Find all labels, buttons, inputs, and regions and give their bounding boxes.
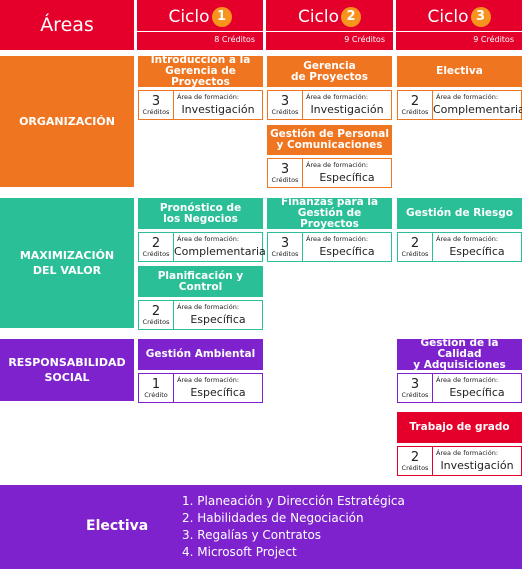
credits-value: 3 (280, 235, 290, 251)
cycle-label: Ciclo (427, 7, 469, 27)
credits-value: 2 (151, 235, 161, 251)
list-item: 1. Planeación y Dirección Estratégica (182, 494, 405, 508)
area-value: Específica (449, 245, 505, 258)
cycle-number-badge: 1 (211, 7, 232, 27)
cycle-credits: 9 Créditos (473, 35, 514, 44)
list-item: 3. Regalías y Contratos (182, 528, 322, 542)
footer-label: Electiva (86, 518, 149, 534)
cycle-credits: 8 Créditos (214, 35, 255, 44)
credits-value: 3 (151, 93, 161, 109)
credits-value: 2 (151, 303, 161, 319)
area-value: Específica (190, 313, 246, 326)
electiva-footer: Electiva 1. Planeación y Dirección Estra… (0, 485, 522, 569)
cycle-number-badge: 3 (470, 7, 491, 27)
area-value: Específica (319, 245, 375, 258)
areas-title: Áreas (40, 14, 94, 36)
cycle-credits: 9 Créditos (344, 35, 385, 44)
credits-value: 2 (410, 235, 420, 251)
area-value: Complementaria (433, 103, 522, 116)
areas-header: Áreas (0, 0, 134, 50)
area-value: Específica (190, 386, 246, 399)
cycle-label: Ciclo (168, 7, 210, 27)
credits-value: 2 (410, 449, 420, 465)
credits-value: 3 (280, 93, 290, 109)
area-value: Específica (319, 171, 375, 184)
area-value: Investigación (440, 459, 514, 472)
cycle-label: Ciclo (297, 7, 340, 27)
row-label-organizacion: ORGANIZACIÓN (0, 56, 134, 187)
area-value: Investigación (181, 103, 255, 116)
credits-value: 1 (151, 376, 161, 392)
list-item: 4. Microsoft Project (182, 545, 297, 559)
credits-value: 2 (410, 93, 420, 109)
area-value: Complementaria (174, 245, 266, 258)
list-item: 2. Habilidades de Negociación (182, 511, 364, 525)
cycle-number-badge: 2 (341, 7, 362, 27)
area-value: Específica (449, 386, 505, 399)
electiva-options-list: 1. Planeación y Dirección Estratégica 2.… (182, 493, 405, 561)
credits-value: 3 (410, 376, 420, 392)
credits-value: 3 (280, 161, 290, 177)
area-value: Investigación (310, 103, 384, 116)
